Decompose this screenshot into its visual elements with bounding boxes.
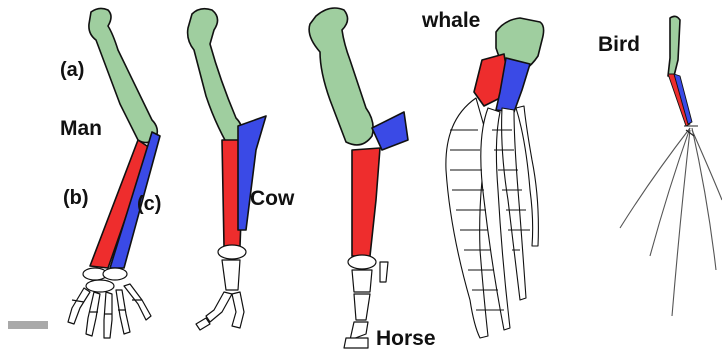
label-whale: whale [422,10,480,31]
cow-limb [188,9,266,330]
label-part-c: (c) [137,194,161,214]
label-part-b: (b) [63,188,89,208]
horse-humerus [309,8,373,145]
label-cow: Cow [250,188,294,209]
cow-foot [196,245,246,330]
whale-limb [446,18,544,338]
horse-radius [352,148,380,256]
horse-ulna [372,112,408,150]
label-man: Man [60,118,102,139]
man-limb [68,8,160,338]
label-horse: Horse [376,328,436,349]
bird-humerus [668,16,680,76]
cow-ulna [238,116,266,230]
cow-humerus [188,9,243,142]
man-hand [68,268,151,338]
bird-digits [620,126,722,316]
label-bird: Bird [598,34,640,55]
whale-flipper [446,98,539,338]
bird-limb [620,16,722,316]
scale-bar [8,321,48,329]
horse-limb [309,8,408,348]
label-part-a: (a) [60,60,84,80]
